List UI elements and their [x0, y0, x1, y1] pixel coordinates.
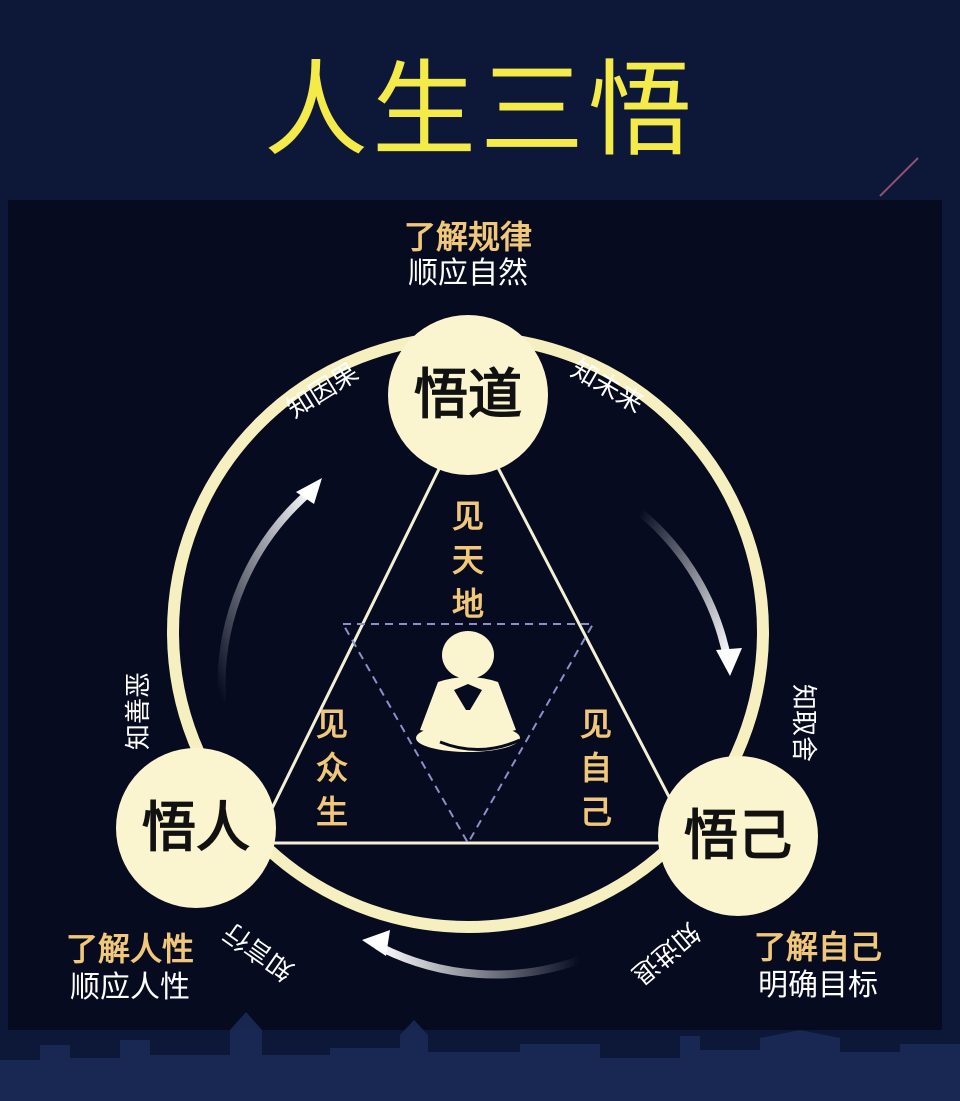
arrow-left-head: [296, 478, 322, 504]
label-all-beings: 见众生: [315, 705, 348, 831]
city-silhouette: [0, 1012, 960, 1101]
node-wudao-label: 悟道: [414, 363, 522, 426]
arrow-left-arc: [217, 486, 316, 704]
label-heaven-earth: 见天地: [451, 497, 484, 623]
arrow-bottom-head: [362, 930, 390, 956]
caption-left-sub: 顺应人性: [70, 970, 190, 1005]
node-wuren-circle: [116, 748, 276, 908]
meteor-streak: [879, 157, 919, 197]
arc-label-know-good-evil: 知善恶: [124, 671, 155, 751]
node-wuren-label: 悟人: [142, 796, 250, 859]
arc-label-know-choice: 知取舍: [788, 683, 819, 763]
arrow-right-arc: [636, 508, 732, 666]
meditation-figure-icon: [416, 631, 521, 752]
page-title: 人生三悟: [263, 49, 696, 171]
node-wuji-circle: [658, 756, 818, 916]
caption-right-heading: 了解自己: [753, 928, 882, 966]
node-wudao-circle: [388, 315, 548, 475]
caption-left-heading: 了解人性: [65, 930, 194, 968]
caption-top-sub: 顺应自然: [408, 256, 528, 291]
arrow-right-head: [716, 648, 742, 676]
caption-top-heading: 了解规律: [403, 218, 532, 256]
label-self: 见自己: [579, 705, 612, 831]
caption-right-sub: 明确目标: [758, 968, 878, 1003]
node-wuji-label: 悟己: [684, 804, 792, 867]
arrow-bottom-arc: [374, 942, 584, 979]
outer-triangle: [252, 406, 696, 845]
